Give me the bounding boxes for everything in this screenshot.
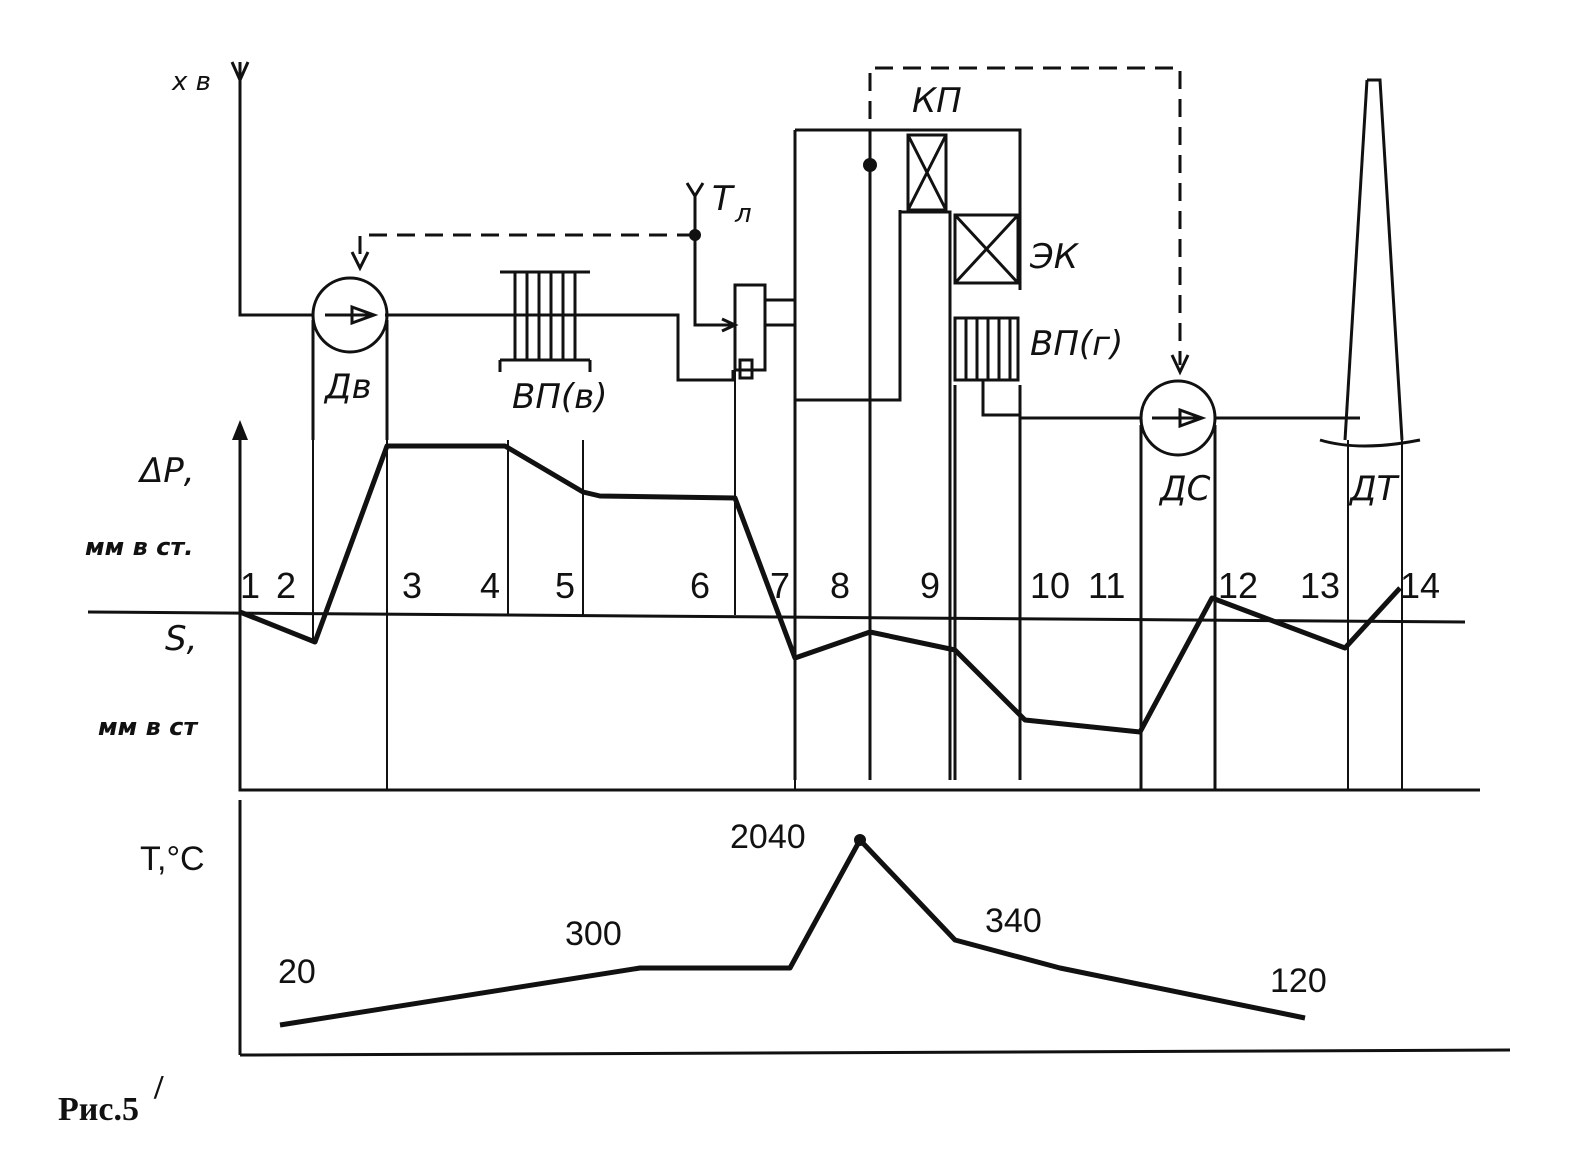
- temperature-value: 300: [565, 915, 622, 953]
- s-axis-label: S,: [165, 619, 197, 659]
- section-number: 11: [1088, 565, 1125, 606]
- section-dividers: [312, 370, 1403, 790]
- chimney-label: ДТ: [1348, 469, 1400, 509]
- section-numbers: 1 2 3 4 5 6 7 8 9 10 11 12 13 14: [240, 565, 1440, 606]
- chimney: [1319, 78, 1421, 448]
- dp-axis-label: ΔР,: [137, 451, 195, 491]
- section-number: 13: [1300, 565, 1340, 606]
- section-number: 9: [920, 565, 940, 606]
- temperature-line: [279, 837, 1306, 1028]
- blower-fan: [311, 276, 389, 440]
- smoke-exhauster: [1139, 379, 1360, 790]
- section-number: 8: [830, 565, 850, 606]
- superheater-label: КП: [912, 81, 962, 121]
- economizer-label: ЭК: [1029, 237, 1080, 277]
- air-heater-air-label: ВП(в): [512, 377, 607, 417]
- s-axis-unit: мм в ст: [98, 713, 199, 741]
- cold-air-label: х в: [171, 67, 211, 97]
- section-number: 2: [276, 565, 296, 606]
- temperature-value: 20: [278, 953, 316, 991]
- temperature-value: 340: [985, 902, 1042, 940]
- fuel-label: Т: [712, 179, 735, 219]
- figure-caption-mark: /: [153, 1069, 164, 1106]
- section-number: 12: [1218, 565, 1258, 606]
- section-number: 3: [402, 565, 422, 606]
- superheater: [906, 133, 948, 212]
- exhauster-label: ДС: [1158, 469, 1211, 509]
- temperature-value: 2040: [730, 818, 806, 856]
- pressure-axes: [87, 420, 1480, 792]
- pressure-line: [239, 443, 1402, 735]
- t-axis-label: Т,°С: [140, 840, 205, 878]
- temperature-axes: [238, 800, 1511, 1057]
- section-number: 5: [555, 565, 575, 606]
- economizer: [953, 213, 1020, 285]
- temperature-value: 120: [1270, 962, 1327, 1000]
- fan-label: Дв: [323, 367, 372, 407]
- section-number: 7: [770, 565, 790, 606]
- section-number: 6: [690, 565, 710, 606]
- figure-caption: Рис.5: [58, 1091, 139, 1128]
- section-number: 4: [480, 565, 500, 606]
- fuel-label-sub: л: [734, 199, 752, 229]
- air-heater-gas-side: [953, 316, 1140, 420]
- section-number: 10: [1030, 565, 1070, 606]
- burner: [733, 283, 767, 372]
- air-heater-gas-label: ВП(г): [1030, 324, 1123, 364]
- section-number: 1: [240, 565, 260, 606]
- air-heater-air-side: [498, 270, 592, 372]
- section-number: 14: [1400, 565, 1440, 606]
- dp-axis-unit: мм в ст.: [85, 533, 193, 561]
